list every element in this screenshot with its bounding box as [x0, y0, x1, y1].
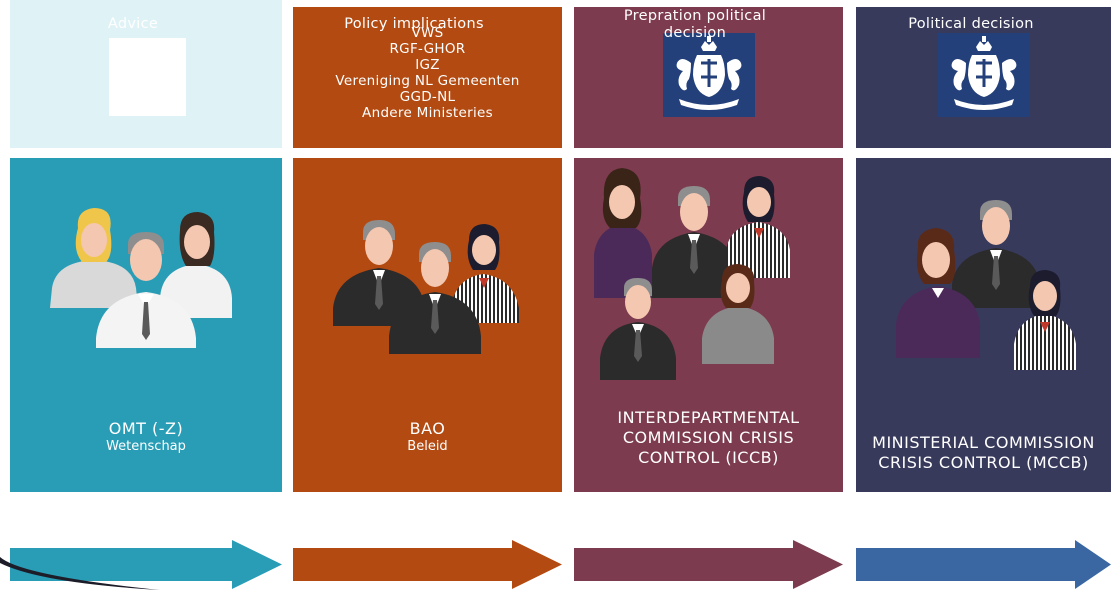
coat-of-arms-icon [663, 33, 755, 117]
omt-label: OMT (-Z) Wetenschap [10, 419, 282, 455]
organisation-item: RGF-GHOR [389, 41, 466, 57]
mccb-label: MINISTERIAL COMMISSION CRISIS CONTROL (M… [856, 433, 1111, 473]
organisation-item: VWS [411, 25, 444, 41]
iccb-title-line: INTERDEPARTMENTAL [617, 408, 800, 427]
arrow-right-icon [10, 540, 282, 589]
iccb-card: INTERDEPARTMENTAL COMMISSION CRISIS CONT… [574, 158, 843, 492]
iccb-header-panel [574, 7, 843, 148]
people-group-icon [594, 168, 790, 380]
organisation-list: VWS RGF-GHOR IGZ Vereniging NL Gemeenten… [293, 25, 562, 121]
bao-label: BAO Beleid [293, 419, 562, 455]
iccb-label: INTERDEPARTMENTAL COMMISSION CRISIS CONT… [574, 408, 843, 468]
policy-implications-label: Policy implications [344, 16, 484, 32]
omt-title: OMT (-Z) [108, 419, 184, 438]
arrow-right-icon [293, 540, 562, 589]
arrow-right-icon [574, 540, 843, 589]
advice-label: Advice [107, 16, 159, 32]
people-group-icon [50, 208, 232, 348]
iccb-title-line: COMMISSION CRISIS [622, 428, 795, 447]
organisation-item: IGZ [415, 57, 440, 73]
omt-header-panel [10, 0, 282, 148]
logo-placeholder [109, 38, 186, 116]
political-decision-label: Political decision [908, 16, 1034, 32]
mccb-card: MINISTERIAL COMMISSION CRISIS CONTROL (M… [856, 158, 1111, 492]
bao-subtitle: Beleid [407, 439, 448, 454]
people-group-icon [896, 200, 1076, 370]
omt-subtitle: Wetenschap [106, 439, 186, 454]
preparation-decision-line: Prepration political [623, 7, 767, 24]
people-group-icon [333, 220, 519, 354]
organisation-item: GGD-NL [399, 89, 456, 105]
arrow-right-icon [856, 540, 1111, 589]
decorative-swoosh [0, 557, 160, 590]
preparation-decision-label: Prepration political decision [574, 0, 816, 49]
omt-card: OMT (-Z) Wetenschap [10, 158, 282, 492]
bao-header-panel: VWS RGF-GHOR IGZ Vereniging NL Gemeenten… [293, 7, 562, 148]
organisation-item: Andere Ministeries [362, 105, 493, 121]
bao-title: BAO [409, 419, 446, 438]
mccb-title-line: CRISIS CONTROL (MCCB) [878, 453, 1089, 472]
organisation-item: Vereniging NL Gemeenten [335, 73, 520, 89]
bao-card: BAO Beleid [293, 158, 562, 492]
preparation-decision-line: decision [663, 24, 727, 41]
coat-of-arms-icon [938, 33, 1030, 117]
mccb-title-line: MINISTERIAL COMMISSION [872, 433, 1095, 452]
mccb-header-panel [856, 7, 1111, 148]
iccb-title-line: CONTROL (ICCB) [638, 448, 779, 467]
